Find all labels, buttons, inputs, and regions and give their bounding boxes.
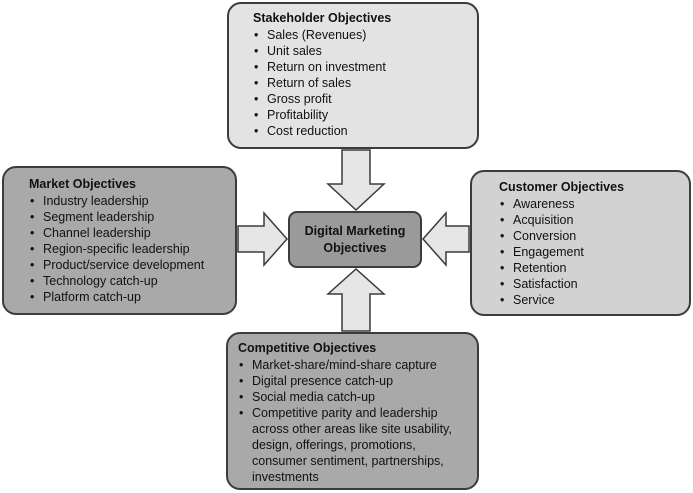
list-item: Retention (499, 260, 689, 276)
list-item: Return of sales (253, 75, 477, 91)
stakeholder-title: Stakeholder Objectives (253, 11, 392, 25)
arrow-up-from-competitive (326, 267, 386, 332)
stakeholder-list: Sales (Revenues) Unit sales Return on in… (253, 27, 477, 139)
list-item: Product/service development (29, 257, 235, 273)
list-item: Unit sales (253, 43, 477, 59)
list-item: Channel leadership (29, 225, 235, 241)
list-item: Gross profit (253, 91, 477, 107)
market-title: Market Objectives (29, 177, 136, 191)
list-item: Awareness (499, 196, 689, 212)
list-item: Digital presence catch-up (238, 373, 477, 389)
list-item: Conversion (499, 228, 689, 244)
list-item: Acquisition (499, 212, 689, 228)
arrow-down-from-stakeholder (326, 149, 386, 212)
customer-list: Awareness Acquisition Conversion Engagem… (499, 196, 689, 308)
arrow-right-from-market (237, 211, 289, 267)
list-item: Social media catch-up (238, 389, 477, 405)
list-item: Cost reduction (253, 123, 477, 139)
list-item: Profitability (253, 107, 477, 123)
list-item: Engagement (499, 244, 689, 260)
list-item: Region-specific leadership (29, 241, 235, 257)
competitive-objectives-box: Competitive Objectives Market-share/mind… (226, 332, 479, 490)
list-item: Industry leadership (29, 193, 235, 209)
list-item: Competitive parity and leadership across… (238, 405, 467, 485)
center-title-line2: Objectives (323, 240, 387, 255)
list-item: Satisfaction (499, 276, 689, 292)
customer-title: Customer Objectives (499, 180, 625, 194)
list-item: Technology catch-up (29, 273, 235, 289)
list-item: Segment leadership (29, 209, 235, 225)
competitive-list: Market-share/mind-share capture Digital … (238, 357, 477, 485)
market-objectives-box: Market Objectives Industry leadership Se… (2, 166, 237, 315)
list-item: Market-share/mind-share capture (238, 357, 477, 373)
digital-marketing-objectives-box: Digital Marketing Objectives (288, 211, 422, 268)
list-item: Sales (Revenues) (253, 27, 477, 43)
list-item: Service (499, 292, 689, 308)
competitive-title: Competitive Objectives (238, 341, 377, 355)
center-title-line1: Digital Marketing (304, 223, 406, 238)
market-list: Industry leadership Segment leadership C… (29, 193, 235, 305)
list-item: Return on investment (253, 59, 477, 75)
list-item: Platform catch-up (29, 289, 235, 305)
stakeholder-objectives-box: Stakeholder Objectives Sales (Revenues) … (227, 2, 479, 149)
customer-objectives-box: Customer Objectives Awareness Acquisitio… (470, 170, 691, 316)
arrow-left-from-customer (421, 211, 470, 267)
